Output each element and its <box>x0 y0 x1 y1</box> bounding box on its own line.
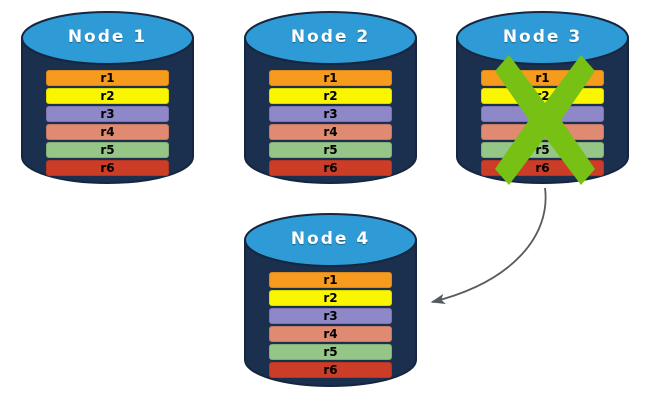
record-bar-r2[interactable]: r2 <box>269 290 392 306</box>
cylinder-top-disc <box>244 213 417 267</box>
record-bar-r1[interactable]: r1 <box>46 70 169 86</box>
record-bar-r3[interactable]: r3 <box>269 308 392 324</box>
cylinder-top-disc <box>21 11 194 65</box>
record-bar-r1[interactable]: r1 <box>481 70 604 86</box>
record-bar-r4[interactable]: r4 <box>46 124 169 140</box>
record-bar-r4[interactable]: r4 <box>269 326 392 342</box>
record-bar-r3[interactable]: r3 <box>269 106 392 122</box>
cylinder-top-disc <box>456 11 629 65</box>
record-bar-r4[interactable]: r4 <box>481 124 604 140</box>
record-list: r1 r2 r3 r4 r5 r6 <box>243 70 418 176</box>
record-bar-r5[interactable]: r5 <box>481 142 604 158</box>
record-bar-r6[interactable]: r6 <box>481 160 604 176</box>
record-bar-r5[interactable]: r5 <box>46 142 169 158</box>
record-bar-r2[interactable]: r2 <box>46 88 169 104</box>
record-bar-r5[interactable]: r5 <box>269 142 392 158</box>
record-bar-r1[interactable]: r1 <box>269 70 392 86</box>
record-bar-r6[interactable]: r6 <box>46 160 169 176</box>
record-list: r1 r2 r3 r4 r5 r6 <box>455 70 630 176</box>
record-bar-r5[interactable]: r5 <box>269 344 392 360</box>
record-list: r1 r2 r3 r4 r5 r6 <box>243 272 418 378</box>
record-bar-r3[interactable]: r3 <box>46 106 169 122</box>
record-bar-r2[interactable]: r2 <box>269 88 392 104</box>
record-bar-r3[interactable]: r3 <box>481 106 604 122</box>
record-bar-r6[interactable]: r6 <box>269 160 392 176</box>
cylinder-top-disc <box>244 11 417 65</box>
record-bar-r2[interactable]: r2 <box>481 88 604 104</box>
record-bar-r6[interactable]: r6 <box>269 362 392 378</box>
record-bar-r4[interactable]: r4 <box>269 124 392 140</box>
record-list: r1 r2 r3 r4 r5 r6 <box>20 70 195 176</box>
record-bar-r1[interactable]: r1 <box>269 272 392 288</box>
